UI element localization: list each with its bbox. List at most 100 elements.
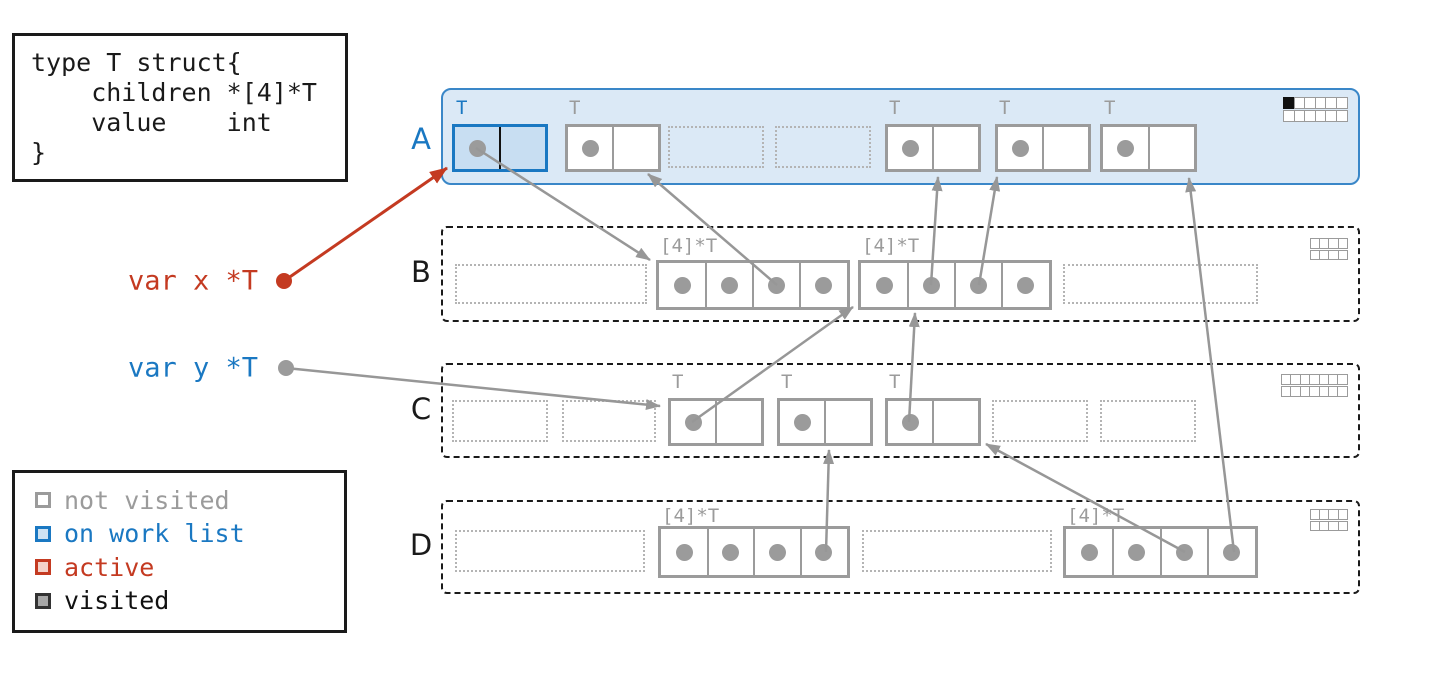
struct-definition-box: type T struct{ children *[4]*T value int… (12, 33, 348, 182)
pointer-dot (1012, 139, 1029, 157)
free-slot (992, 400, 1088, 442)
pointer-dot (675, 543, 693, 561)
code-line: } (31, 138, 47, 167)
slot-type-label: [4]*T (660, 235, 718, 257)
pointer-dot (1128, 543, 1146, 561)
pointer-dot (815, 543, 833, 561)
cell-divider (753, 529, 755, 575)
cell-divider (752, 263, 754, 307)
pointer-dot (923, 276, 940, 294)
var-y-label: var y *T (128, 352, 259, 384)
pointer-dot (794, 413, 811, 431)
object-slot-array (656, 260, 850, 310)
slot-type-label: T (1104, 97, 1116, 119)
cell-divider (715, 401, 717, 443)
slot-type-label: [4]*T (1067, 505, 1125, 527)
slot-type-label: [4]*T (862, 235, 920, 257)
cell-divider (907, 263, 909, 307)
heap-span-C (441, 363, 1360, 458)
mark-bitmap-cell (1337, 385, 1349, 397)
slot-type-label: T (672, 371, 684, 393)
cell-divider (1159, 529, 1162, 575)
slot-type-label: [4]*T (662, 505, 720, 527)
pointer-dot (722, 543, 740, 561)
code-line: value int (31, 108, 272, 137)
pointer-dot (1222, 543, 1240, 561)
pointer-dot (674, 276, 691, 294)
pointer-dot (815, 276, 832, 294)
free-slot (1100, 400, 1196, 442)
slot-type-label: T (999, 97, 1011, 119)
pointer-dot (876, 276, 893, 294)
slot-type-label: T (889, 371, 901, 393)
heap-span-D (441, 500, 1360, 594)
mark-bitmap-cell (1337, 509, 1349, 520)
legend-item: not visited (35, 486, 344, 515)
cell-divider (705, 263, 707, 307)
pointer-dot (1175, 543, 1193, 561)
pointer-dot (685, 413, 702, 431)
free-slot (668, 126, 764, 168)
free-slot (452, 400, 548, 442)
cell-divider (932, 401, 934, 443)
var-pointer-dot (278, 360, 294, 376)
pointer-dot (768, 276, 785, 294)
code-line: type T struct{ (31, 48, 242, 77)
pointer-dot (469, 139, 486, 157)
cell-divider (1147, 127, 1150, 169)
span-label-B: B (411, 255, 431, 289)
pointer-dot (582, 139, 599, 157)
cell-divider (706, 529, 709, 575)
mark-bitmap-cell (1336, 110, 1349, 123)
slot-type-label: T (781, 371, 793, 393)
legend-swatch-not-visited (35, 492, 51, 509)
object-slot-array (1063, 526, 1258, 578)
pointer-dot (768, 543, 786, 561)
free-slot (862, 530, 1052, 572)
pointer-dot (902, 413, 919, 431)
object-slot-T (885, 398, 981, 446)
cell-divider (612, 127, 614, 169)
object-slot-T (1100, 124, 1197, 172)
mark-bitmap-cell (1336, 97, 1349, 110)
mark-bitmap-cell (1337, 249, 1349, 261)
legend-label: active (64, 552, 155, 582)
pointer-dot (970, 276, 987, 294)
legend-item: on work list (35, 519, 344, 548)
free-slot (562, 400, 656, 442)
object-slot-T (995, 124, 1091, 172)
cell-divider (824, 401, 826, 443)
free-slot (455, 264, 647, 304)
object-slot-T (565, 124, 661, 172)
mark-bitmap-cell (1337, 520, 1349, 532)
legend-swatch-on-work-list (35, 525, 51, 542)
pointer-dot (721, 276, 738, 294)
mark-bitmap-cell (1337, 238, 1349, 249)
span-label-C: C (410, 392, 432, 426)
free-slot (1063, 264, 1258, 304)
pointer-dot (1117, 139, 1135, 157)
pointer-dot (1081, 543, 1099, 561)
mark-bitmap-cell (1337, 374, 1349, 385)
slot-type-label: T (456, 97, 468, 119)
cell-divider (954, 263, 956, 307)
free-slot (775, 126, 871, 168)
cell-divider (499, 127, 501, 169)
code-line: children *[4]*T (31, 78, 317, 107)
legend-label: not visited (64, 485, 230, 515)
object-slot-T (777, 398, 873, 446)
cell-divider (1206, 529, 1209, 575)
legend-swatch-visited (35, 592, 51, 609)
cell-divider (1042, 127, 1044, 169)
cell-divider (932, 127, 934, 169)
object-slot-array (658, 526, 850, 578)
var-x-label: var x *T (128, 265, 259, 297)
pointer-dot (1017, 276, 1034, 294)
cell-divider (799, 529, 802, 575)
object-slot-array (858, 260, 1052, 310)
object-slot-T (885, 124, 981, 172)
object-slot-T (668, 398, 764, 446)
free-slot (455, 530, 645, 572)
slot-type-label: T (569, 97, 581, 119)
